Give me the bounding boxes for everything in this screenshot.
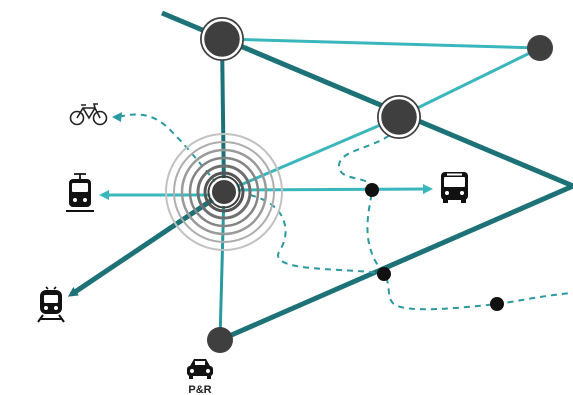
node-top-right <box>527 35 553 61</box>
tram-icon <box>66 173 94 212</box>
dark-arrow-to-train <box>67 189 226 297</box>
bus-icon <box>441 172 468 203</box>
light-line-top-right <box>221 37 541 50</box>
stop-dot-bus-line <box>365 183 379 197</box>
dashed-path-hub-loop <box>249 194 385 275</box>
node-bottom <box>207 327 233 353</box>
node-mid <box>377 95 421 139</box>
dark-line-top-to-hub <box>220 38 226 193</box>
dark-line-lower-diagonal <box>219 183 573 343</box>
stop-dot-crossing <box>377 267 391 281</box>
stop-dot-right <box>490 297 504 311</box>
train-icon <box>37 286 65 323</box>
light-line-mid-to-hub <box>223 115 400 194</box>
hub-node <box>210 178 238 206</box>
hub-rings <box>165 133 283 251</box>
light-arrow-to-bus <box>223 184 433 195</box>
park-and-ride-label: P&R <box>188 384 211 395</box>
light-line-right-to-mid <box>398 46 541 119</box>
node-top <box>200 17 244 61</box>
dashed-path-mid-loop <box>338 116 573 311</box>
car-icon <box>187 359 213 379</box>
bicycle-icon <box>69 103 108 126</box>
bicycle-arrow-head <box>112 112 122 122</box>
light-line-hub-down <box>218 191 226 341</box>
